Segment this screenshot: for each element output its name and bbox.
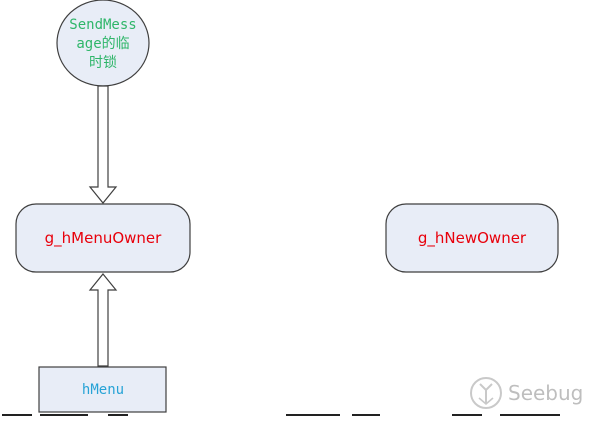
seebug-logo-icon: [470, 377, 502, 409]
arrow-menu-to-menu-owner: [88, 273, 118, 367]
seebug-watermark-text: Seebug: [508, 381, 583, 405]
menu-owner-shape: [15, 203, 191, 273]
cutoff-text-fragment: [452, 414, 482, 416]
cutoff-text-fragment: [108, 414, 128, 416]
new-owner-shape: [385, 203, 559, 273]
lock-node-label-line-2: age的临: [76, 36, 129, 52]
cutoff-text-fragment: [286, 414, 340, 416]
cutoff-text-line: [0, 414, 614, 423]
cutoff-text-fragment: [352, 414, 380, 416]
menu-owner-label: g_hMenuOwner: [45, 229, 163, 248]
lock-node-label-line-1: SendMess: [69, 17, 136, 33]
cutoff-text-fragment: [2, 414, 32, 416]
sendmessage-lock-node[interactable]: SendMess age的临 时锁: [56, 0, 150, 87]
new-owner-node[interactable]: g_hNewOwner: [385, 203, 559, 273]
seebug-watermark: Seebug: [470, 377, 583, 409]
lock-node-label-line-3: 时锁: [89, 55, 117, 71]
hmenu-shape: [38, 366, 167, 413]
arrow-lock-to-menu-owner: [88, 85, 118, 204]
hmenu-label: hMenu: [82, 382, 124, 398]
new-owner-label: g_hNewOwner: [418, 229, 527, 248]
hmenu-node[interactable]: hMenu: [38, 366, 167, 413]
menu-owner-node[interactable]: g_hMenuOwner: [15, 203, 191, 273]
cutoff-text-fragment: [40, 414, 88, 416]
cutoff-text-fragment: [500, 414, 560, 416]
